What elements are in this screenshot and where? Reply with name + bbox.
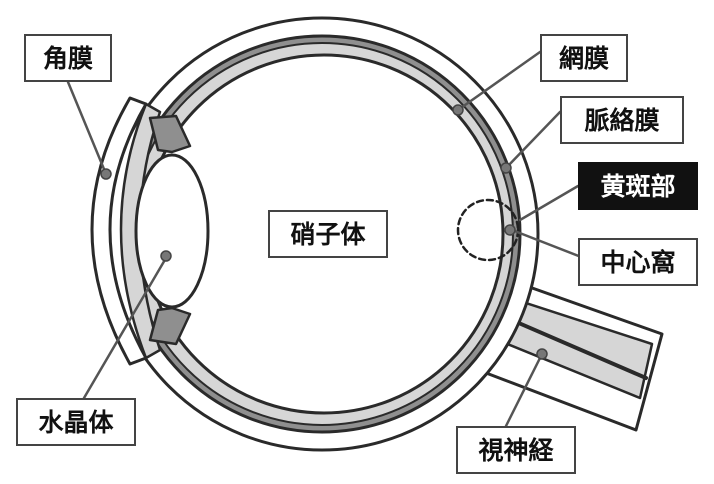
fovea-dot: [504, 224, 516, 236]
optic-nerve-dot: [536, 348, 548, 360]
lens: [134, 153, 210, 309]
vitreous-label: 硝子体: [268, 210, 388, 258]
optic-nerve-pointer: [504, 352, 544, 428]
lens-dot: [160, 250, 172, 262]
fovea-label: 中心窩: [578, 238, 698, 286]
choroid-label: 脈絡膜: [560, 96, 684, 144]
lens-label: 水晶体: [16, 398, 136, 446]
retina-dot: [452, 104, 464, 116]
cornea-pointer: [66, 80, 108, 176]
optic-nerve-label: 視神経: [456, 426, 576, 474]
cornea: [90, 96, 148, 366]
cornea-label: 角膜: [24, 34, 112, 82]
retina-pointer: [456, 50, 542, 112]
retina-label: 網膜: [540, 34, 628, 82]
macula-pointer: [518, 184, 580, 222]
upper-iris: [148, 114, 192, 154]
macula-ring: [456, 198, 520, 262]
choroid-pointer: [504, 110, 562, 170]
lower-iris: [148, 306, 192, 346]
lens-pointer: [82, 256, 168, 400]
cornea-dot: [100, 168, 112, 180]
anterior-chamber: [119, 102, 162, 360]
choroid-dot: [500, 162, 512, 174]
macula-label: 黄斑部: [578, 162, 698, 210]
